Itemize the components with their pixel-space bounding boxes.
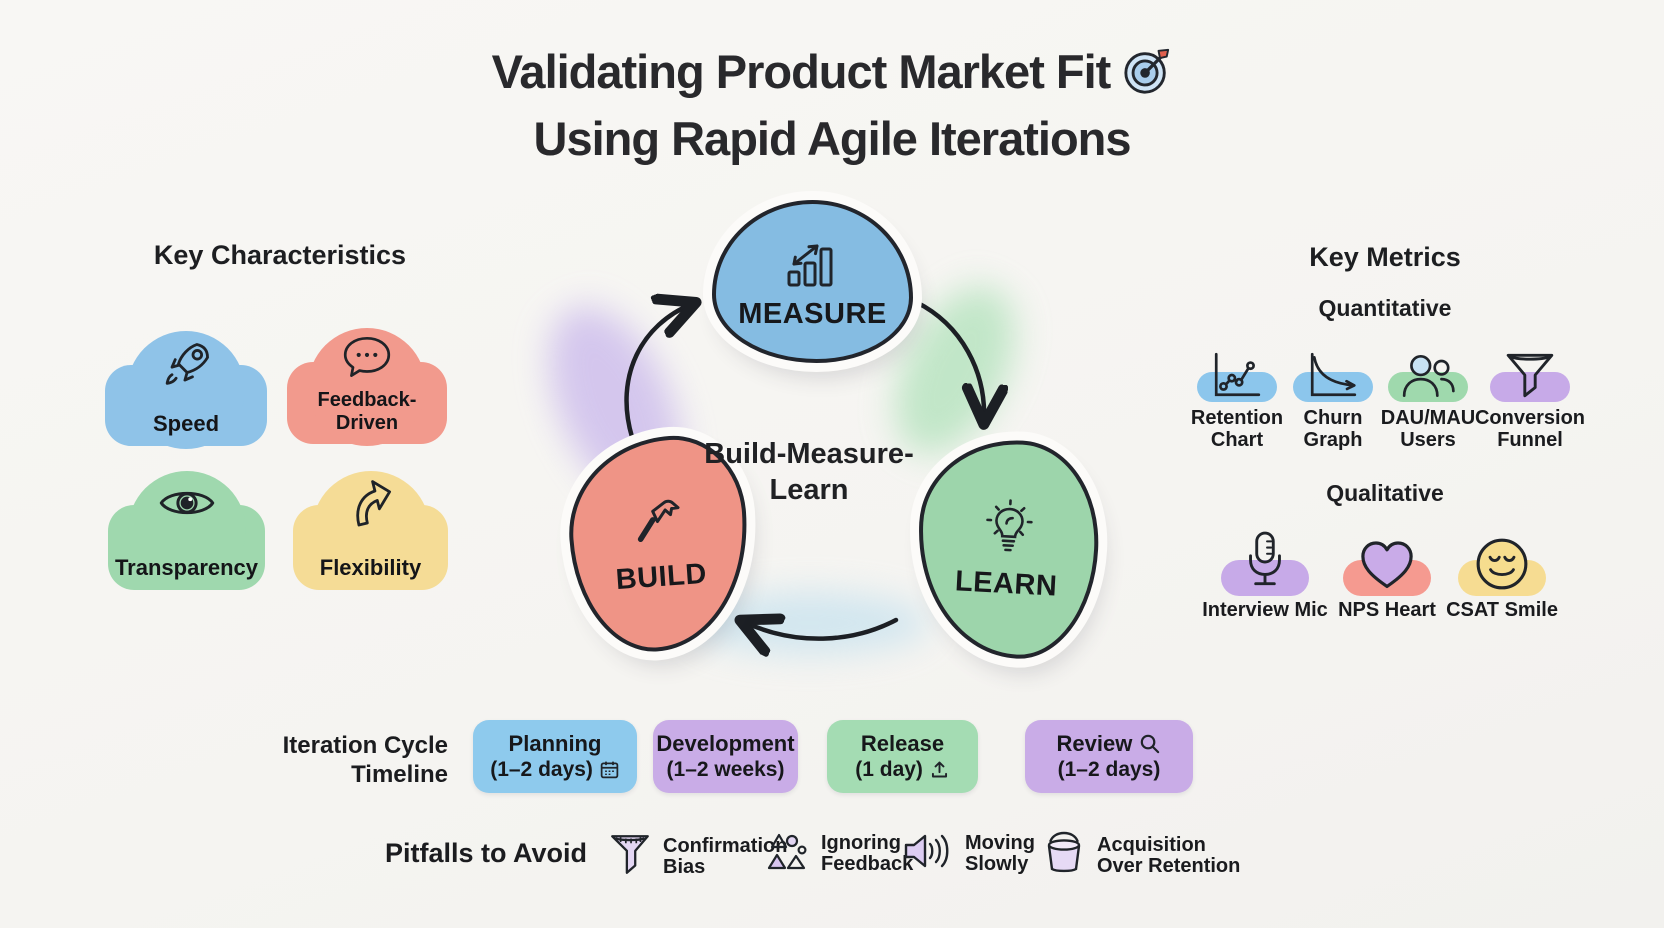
smiley-icon: [1429, 506, 1575, 592]
metric-dau-mau: DAU/MAU Users: [1366, 334, 1490, 451]
cycle-node-label: MEASURE: [738, 297, 887, 330]
arrow-measure-to-learn: [913, 299, 984, 420]
characteristic-label: Feedback-Driven: [317, 389, 417, 434]
target-icon: [1122, 46, 1172, 109]
pitfall-acquisition-over-retention: Acquisition Over Retention: [1042, 830, 1240, 881]
characteristic-card-speed: Speed: [105, 343, 267, 446]
page-title: Validating Product Market Fit Using Rapi…: [0, 42, 1664, 168]
users-icon: [1366, 334, 1490, 400]
metrics-heading: Key Metrics: [1309, 242, 1461, 272]
phase-review: Review (1–2 days): [1025, 720, 1193, 793]
metric-label: DAU/MAU Users: [1380, 407, 1476, 451]
characteristic-label: Speed: [152, 411, 220, 436]
speech-bubble-icon: [339, 334, 395, 387]
arrow-learn-to-build: [744, 620, 899, 639]
arrow-build-to-measure: [624, 304, 692, 440]
metric-pill: [1388, 372, 1468, 402]
title-line-2: Using Rapid Agile Iterations: [533, 112, 1132, 165]
metric-label: Retention Chart: [1190, 407, 1284, 451]
phase-release: Release (1 day): [827, 720, 978, 793]
metric-interview-mic: Interview Mic: [1192, 506, 1338, 621]
phase-duration: (1–2 days): [1057, 758, 1161, 781]
quantitative-heading: Quantitative: [1318, 295, 1452, 321]
metric-churn-graph: Churn Graph: [1271, 334, 1395, 451]
metric-pill: [1197, 372, 1277, 402]
metric-label: NPS Heart: [1338, 599, 1436, 621]
pitfall-label: Acquisition Over Retention: [1097, 833, 1241, 877]
speaker-icon: [902, 830, 954, 877]
phase-development: Development (1–2 weeks): [653, 720, 798, 793]
magnifier-icon: [1138, 731, 1161, 756]
characteristic-card-feedback: Feedback-Driven: [287, 336, 447, 444]
phase-name: Planning: [508, 731, 602, 756]
hammer-icon: [627, 492, 689, 559]
bucket-icon: [1042, 830, 1086, 881]
phase-name: Release: [860, 731, 945, 756]
conversion-funnel-icon: [1468, 334, 1592, 400]
churn-graph-icon: [1271, 334, 1395, 400]
pitfall-moving-slowly: Moving Slowly: [902, 830, 1035, 877]
metric-pill: [1293, 372, 1373, 402]
qualitative-heading: Qualitative: [1326, 480, 1444, 506]
metric-pill: [1490, 372, 1570, 402]
characteristic-card-flexibility: Flexibility: [293, 480, 448, 590]
pitfall-label: Moving Slowly: [965, 831, 1035, 875]
cycle-center-label: Build-Measure- Learn: [704, 438, 914, 506]
pitfalls-heading: Pitfalls to Avoid: [384, 838, 587, 868]
cycle-node-measure: MEASURE: [712, 200, 913, 363]
metric-label: Conversion Funnel: [1474, 407, 1586, 451]
microphone-icon: [1192, 506, 1338, 592]
curved-arrow-icon: [344, 475, 398, 534]
cycle-node-learn: LEARN: [912, 435, 1104, 663]
pitfall-confirmation-bias: Confirmation Bias: [608, 830, 787, 883]
calendar-icon: [599, 758, 620, 781]
bias-funnel-icon: [608, 830, 652, 883]
metric-label: Churn Graph: [1303, 407, 1363, 451]
pitfall-label: Ignoring Feedback: [821, 831, 914, 875]
characteristic-label: Transparency: [114, 555, 259, 580]
upload-icon: [929, 758, 950, 781]
phase-duration: (1–2 weeks): [666, 758, 785, 781]
cycle-node-label: LEARN: [954, 565, 1059, 603]
eye-icon: [157, 483, 217, 528]
cycle-node-label: BUILD: [614, 557, 708, 597]
bar-chart-arrow-icon: [781, 233, 845, 294]
heart-icon: [1314, 506, 1460, 592]
title-line-1: Validating Product Market Fit: [0, 42, 1664, 109]
characteristics-heading: Key Characteristics: [153, 240, 407, 270]
phase-name: Review: [1057, 731, 1162, 757]
rocket-icon: [158, 337, 214, 398]
metric-conversion-funnel: Conversion Funnel: [1468, 334, 1592, 451]
phase-planning: Planning (1–2 days): [473, 720, 637, 793]
metric-label: Interview Mic: [1202, 599, 1328, 621]
cycle-node-build: BUILD: [562, 431, 756, 657]
metric-csat-smile: CSAT Smile: [1429, 506, 1575, 621]
scattered-shapes-icon: [764, 830, 810, 877]
metric-nps-heart: NPS Heart: [1314, 506, 1460, 621]
metric-retention-chart: Retention Chart: [1175, 334, 1299, 451]
metric-label: CSAT Smile: [1446, 599, 1558, 621]
phase-duration: (1–2 days): [490, 757, 620, 782]
phase-duration: (1 day): [855, 757, 950, 782]
phase-name: Development: [656, 731, 795, 756]
pitfall-label: Confirmation Bias: [663, 834, 788, 878]
characteristic-card-transparency: Transparency: [108, 491, 265, 590]
characteristic-label: Flexibility: [319, 555, 422, 580]
pitfall-ignoring-feedback: Ignoring Feedback: [764, 830, 913, 877]
lightbulb-icon: [978, 496, 1039, 566]
timeline-heading: Iteration Cycle Timeline: [282, 732, 448, 788]
retention-chart-icon: [1175, 334, 1299, 400]
